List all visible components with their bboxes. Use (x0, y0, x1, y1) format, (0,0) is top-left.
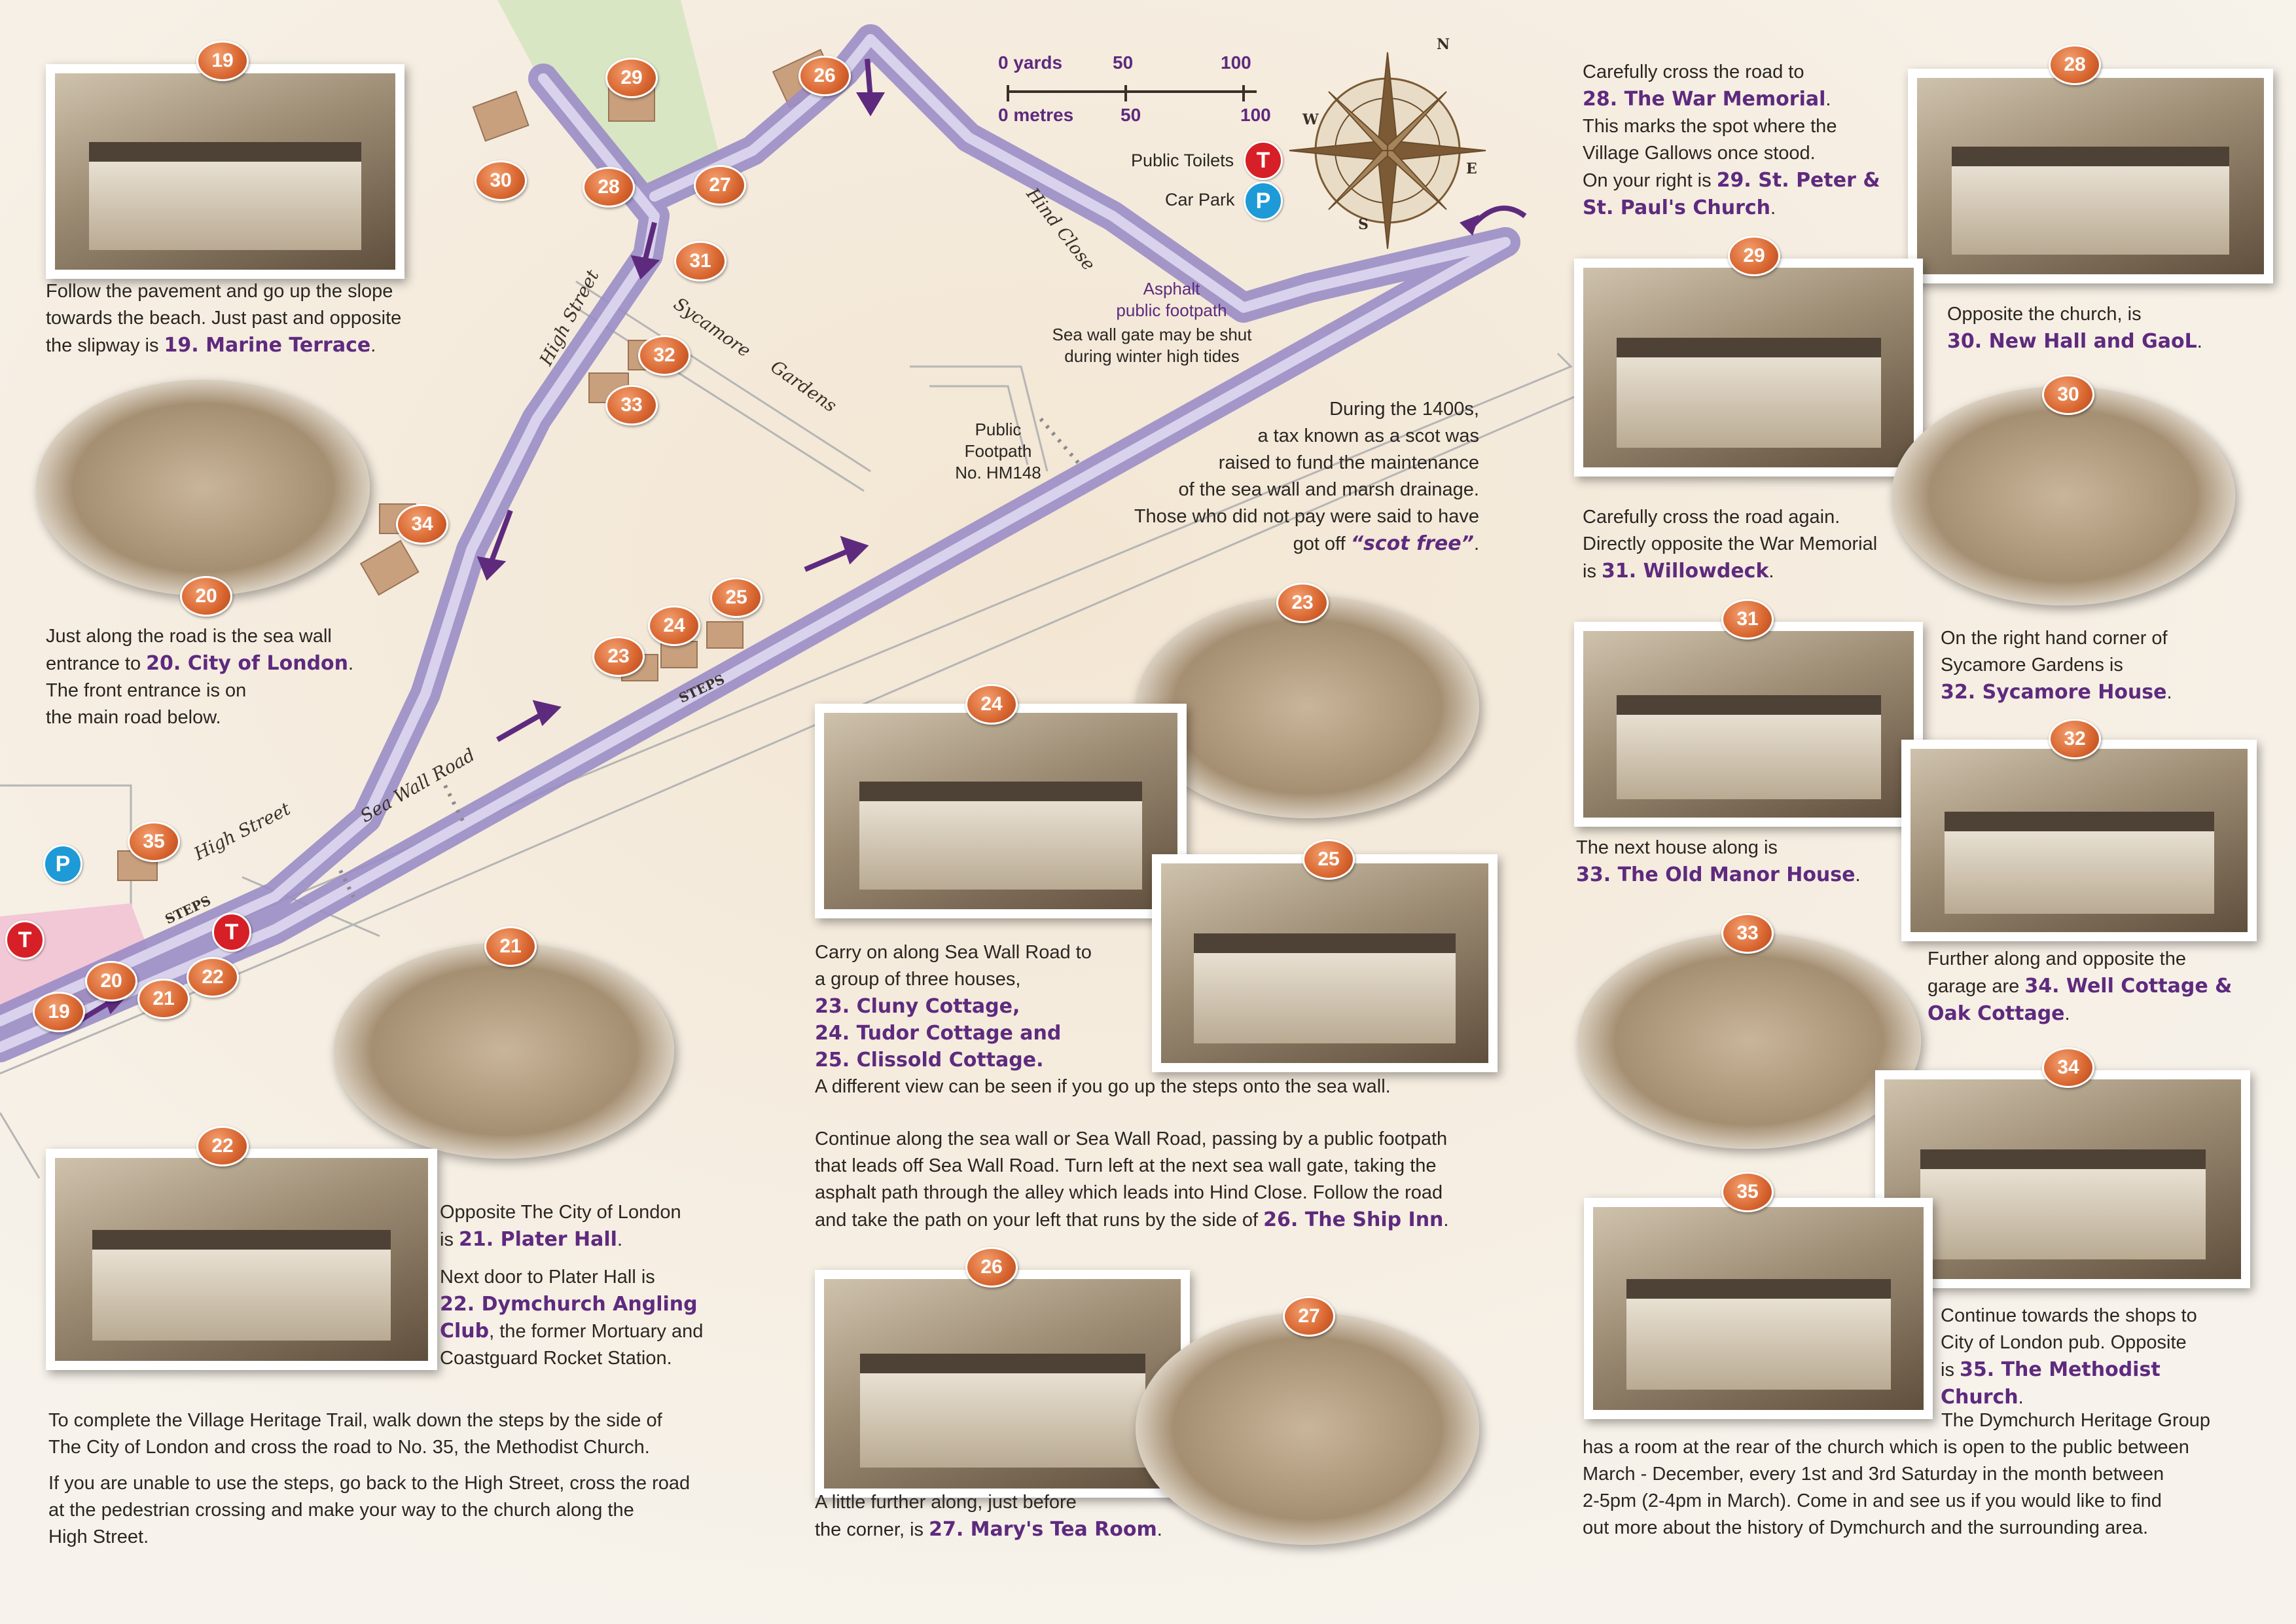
compass-w: W (1302, 111, 1319, 128)
photo-old-manor-house (1577, 933, 1921, 1149)
photo-badge-35: 35 (1721, 1172, 1774, 1212)
photo-st-peter-church (1574, 259, 1923, 477)
map-badge-28: 28 (583, 167, 635, 208)
map-badge-35: 35 (128, 821, 180, 862)
text-28-29: Carefully cross the road to 28. The War … (1583, 62, 1880, 219)
map-badge-32: 32 (638, 335, 691, 376)
photo-angling-club (46, 1149, 437, 1370)
photo-badge-22: 22 (196, 1126, 249, 1166)
photo-sycamore-house (1901, 740, 2257, 941)
car-park-marker: P (43, 844, 82, 884)
asphalt-footpath-label: Asphalt public footpath (1116, 279, 1227, 320)
map-badge-23: 23 (592, 636, 645, 677)
map-badge-27: 27 (694, 165, 746, 206)
map-badge-21: 21 (137, 979, 190, 1019)
map-badge-22: 22 (187, 957, 239, 998)
map-badge-26: 26 (798, 56, 851, 96)
text-23-25: Carry on along Sea Wall Road to a group … (815, 942, 1391, 1097)
photo-badge-27: 27 (1283, 1296, 1335, 1337)
photo-marine-terrace (46, 64, 404, 279)
photo-badge-32: 32 (2049, 719, 2101, 759)
compass-e: E (1466, 160, 1477, 177)
map-badge-29: 29 (605, 58, 658, 98)
photo-willowdeck (1574, 622, 1923, 827)
map-badge-25: 25 (710, 577, 762, 618)
photo-badge-25: 25 (1302, 839, 1355, 880)
photo-badge-20: 20 (180, 576, 232, 617)
map-badge-31: 31 (674, 241, 726, 281)
photo-badge-19: 19 (196, 41, 249, 81)
sea-wall-gate-note: Sea wall gate may be shut during winter … (1052, 325, 1252, 366)
scale-metres-50: 50 (1121, 105, 1141, 125)
photo-badge-31: 31 (1721, 599, 1774, 640)
car-park-icon: P (1244, 181, 1283, 221)
photo-well-cottage (1875, 1070, 2250, 1288)
photo-methodist-church (1584, 1198, 1933, 1419)
toilet-marker-left: T (5, 920, 45, 960)
text-scot-free: During the 1400s, a tax known as a scot … (1134, 399, 1479, 555)
photo-badge-26: 26 (965, 1247, 1018, 1288)
photo-badge-34: 34 (2042, 1047, 2094, 1088)
photo-ship-inn (815, 1270, 1190, 1498)
text-33: The next house along is 33. The Old Mano… (1576, 837, 1861, 886)
photo-badge-30: 30 (2042, 374, 2094, 415)
photo-cluny-cottage (1136, 596, 1479, 818)
photo-war-memorial (1908, 69, 2273, 283)
photo-badge-21: 21 (484, 926, 537, 967)
map-badge-33: 33 (605, 385, 658, 425)
scale-yards-100: 100 (1221, 52, 1251, 73)
text-35: Continue towards the shops to City of Lo… (1941, 1305, 2197, 1409)
map-badge-30: 30 (475, 160, 527, 201)
photo-new-hall-gaol (1892, 386, 2235, 605)
photo-clissold-cottage (1152, 854, 1498, 1072)
text-21-22: Opposite The City of London is 21. Plate… (440, 1202, 704, 1369)
photo-tudor-cottage (815, 704, 1187, 918)
text-31: Carefully cross the road again. Directly… (1583, 507, 1878, 583)
legend-car-park: Car Park (1165, 190, 1235, 209)
photo-badge-24: 24 (965, 684, 1018, 725)
legend-toilets: Public Toilets (1131, 151, 1234, 170)
text-complete-trail: To complete the Village Heritage Trail, … (48, 1410, 691, 1547)
text-34: Further along and opposite the garage ar… (1928, 948, 2233, 1025)
text-26: Continue along the sea wall or Sea Wall … (815, 1128, 1449, 1231)
scale-metres-100: 100 (1240, 105, 1271, 125)
public-footpath-label: Public Footpath No. HM148 (955, 420, 1041, 482)
map-badge-20: 20 (85, 961, 137, 1001)
photo-marys-tea-room (1136, 1312, 1479, 1545)
compass-n: N (1437, 36, 1450, 53)
photo-badge-29: 29 (1728, 236, 1780, 276)
scale-metres: 0 metres (998, 105, 1074, 125)
text-20: Just along the road is the sea wall entr… (46, 626, 354, 728)
photo-badge-28: 28 (2049, 45, 2101, 85)
scale-yards: 0 yards (998, 52, 1063, 73)
photo-city-of-london (36, 380, 370, 596)
map-badge-34: 34 (396, 504, 448, 545)
scale-yards-50: 50 (1113, 52, 1134, 73)
text-32: On the right hand corner of Sycamore Gar… (1941, 628, 2172, 704)
photo-plater-hall (334, 943, 674, 1159)
text-30: Opposite the church, is 30. New Hall and… (1947, 304, 2202, 353)
text-heritage-group: The Dymchurch Heritage Group has a room … (1583, 1410, 2210, 1538)
text-19: Follow the pavement and go up the slope … (46, 281, 402, 357)
compass-rose-icon (1289, 52, 1486, 249)
toilet-icon: T (1244, 141, 1283, 180)
compass-s: S (1358, 216, 1369, 233)
text-27: A little further along, just before the … (815, 1492, 1162, 1541)
toilet-marker-right: T (212, 912, 251, 952)
map-badge-24: 24 (648, 605, 700, 646)
map-badge-19: 19 (33, 992, 85, 1032)
photo-badge-23: 23 (1276, 583, 1329, 623)
photo-badge-33: 33 (1721, 913, 1774, 954)
